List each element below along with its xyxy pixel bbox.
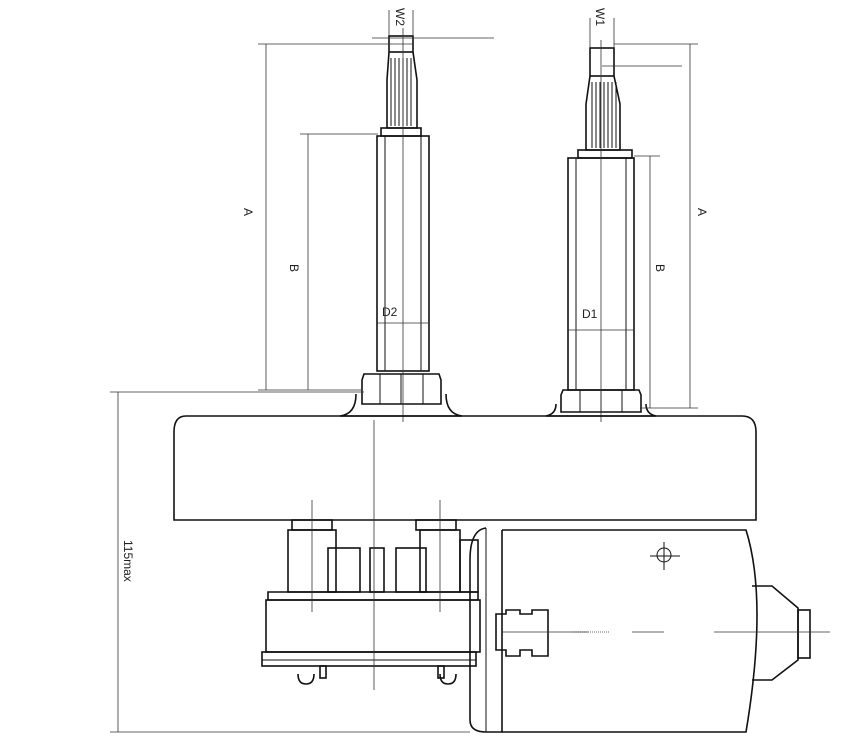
label-a-left: A [241, 208, 255, 216]
label-w2: W2 [393, 8, 407, 26]
label-b-left: B [287, 264, 301, 272]
left-shaft [339, 28, 463, 422]
label-d1: D1 [582, 307, 598, 321]
label-115max: 115max [121, 540, 135, 582]
right-shaft [545, 40, 657, 422]
motor-body [469, 527, 830, 733]
label-a-right: A [695, 208, 709, 216]
label-b-right: B [653, 264, 667, 272]
label-d2: D2 [382, 305, 398, 319]
dimension-lines [110, 10, 698, 733]
gearbox-housing [173, 415, 757, 521]
label-w1: W1 [593, 8, 607, 26]
terminal-block [261, 420, 481, 690]
